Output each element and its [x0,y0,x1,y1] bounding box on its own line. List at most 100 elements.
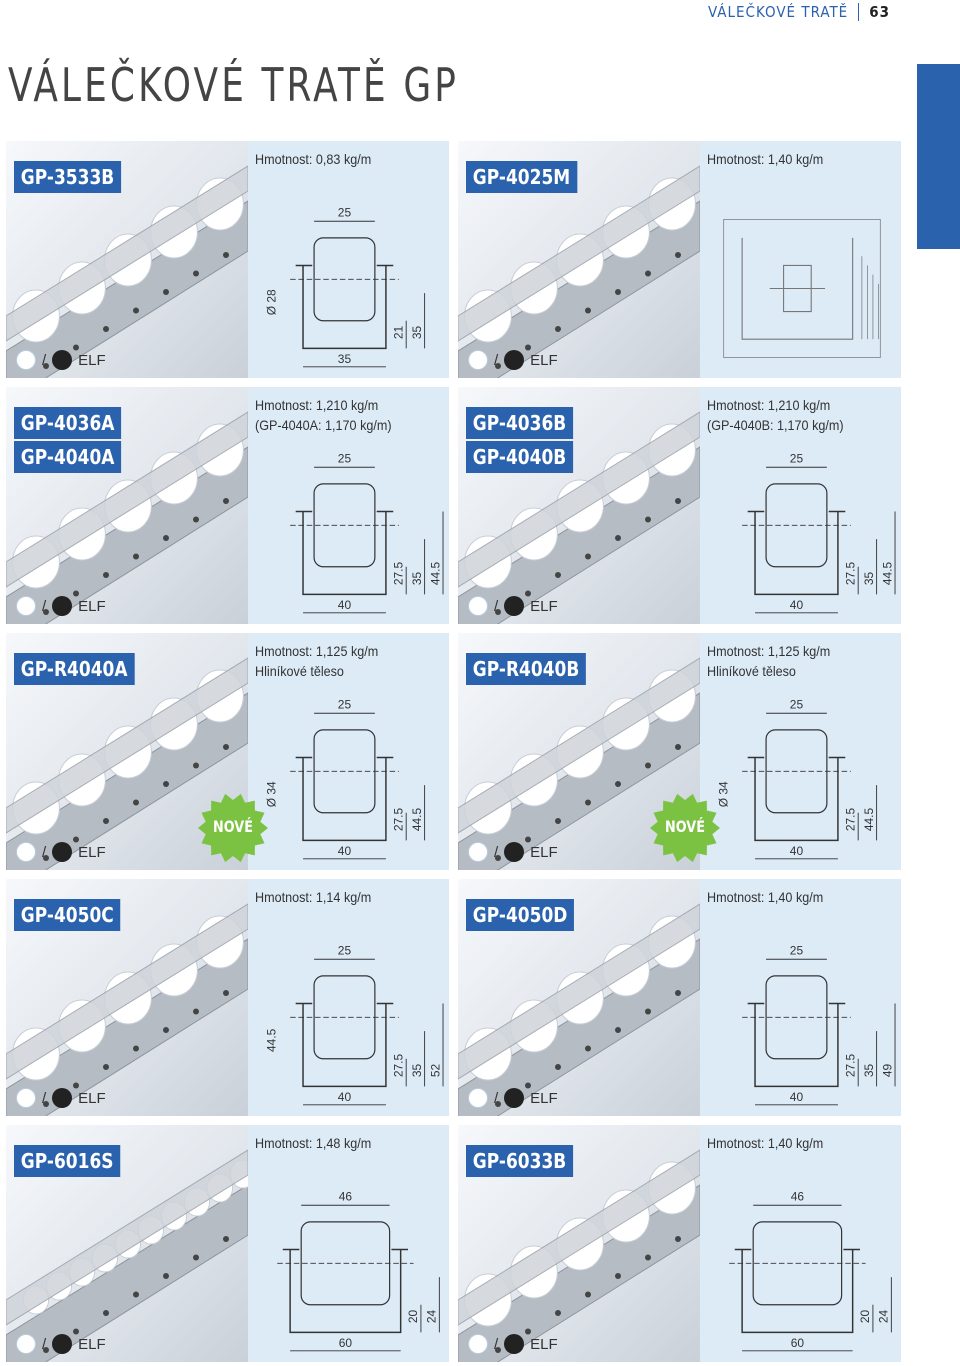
page-title: VÁLEČKOVÉ TRATĚ GP [8,58,460,112]
variant-separator: / [42,1335,47,1353]
variant-separator: / [42,351,47,369]
variant-label: ELF [530,1335,558,1353]
section-title: VÁLEČKOVÉ TRATĚ [707,3,849,21]
dimension-right: 44.5 [410,808,424,832]
spec-line: Hmotnost: 1,210 kg/m [255,397,379,413]
page-number: 63 [869,3,890,21]
color-variants: / ELF [16,842,106,862]
spec-line: Hmotnost: 1,48 kg/m [255,1135,372,1151]
product-code: GP-6033B [466,1145,574,1177]
cross-section-drawing [707,201,897,381]
variant-separator: / [494,597,499,615]
variant-separator: / [42,597,47,615]
spec-line: Hmotnost: 0,83 kg/m [255,151,372,167]
product-specs: Hmotnost: 1,210 kg/m(GP-4040B: 1,170 kg/… [707,395,878,435]
variant-label: ELF [530,843,558,861]
dimension-bottom: 40 [790,598,804,612]
spec-line: Hliníkové těleso [707,663,796,679]
dimension-right: 35 [862,1064,876,1078]
white-dot-icon [468,596,488,616]
color-variants: / ELF [16,596,106,616]
variant-separator: / [494,351,499,369]
color-variants: /ELF [468,596,558,616]
spec-line: Hmotnost: 1,40 kg/m [707,889,824,905]
white-dot-icon [468,350,488,370]
variant-separator: / [42,1089,47,1107]
variant-label: ELF [530,1089,558,1107]
dimension-top: 25 [790,698,804,712]
white-dot-icon [16,842,36,862]
dimension-right: 35 [410,572,424,586]
variant-label: ELF [78,351,106,369]
product-code: GP-4050D [466,899,575,931]
white-dot-icon [16,1088,36,1108]
dimension-right: 20 [406,1310,420,1324]
color-variants: / ELF [468,1088,558,1108]
color-variants: / ELF [16,350,106,370]
product-photo [458,1125,700,1362]
product-specs: Hmotnost: 1,210 kg/m(GP-4040A: 1,170 kg/… [255,395,426,435]
variant-separator: / [42,843,47,861]
dimension-right: 27.5 [392,808,406,832]
dimension-right: 35 [410,326,424,340]
color-variants: /ELF [468,842,558,862]
dimension-right: 27.5 [844,808,858,832]
dimension-top: 25 [790,452,804,466]
dimension-right: 27.5 [392,1054,406,1078]
dimension-right: 24 [877,1310,891,1324]
dimension-top: 46 [791,1190,805,1204]
white-dot-icon [16,1334,36,1354]
product-code: GP-R4040A [14,653,135,685]
dimension-right: 35 [895,1310,897,1324]
dimension-right: 27.5 [443,1300,445,1324]
dimension-bottom: 60 [791,1336,805,1350]
spec-line: Hmotnost: 1,14 kg/m [255,889,372,905]
spec-line: Hliníkové těleso [255,663,344,679]
variant-label: ELF [78,1335,106,1353]
dimension-bottom: 40 [338,844,352,858]
cross-section-drawing: 46 60 20 24 35 [707,1185,911,1365]
dimension-right: 44.5 [862,808,876,832]
dimension-left: 44.5 [264,1028,278,1052]
product-code: GP-4050C [14,899,121,931]
white-dot-icon [468,1088,488,1108]
dimension-right: 44.5 [428,562,442,586]
product-photo [6,387,248,624]
black-dot-icon [504,1088,525,1108]
variant-separator: / [494,1335,499,1353]
black-dot-icon [52,1088,73,1108]
dimension-bottom: 40 [790,1090,804,1104]
dimension-right: 27.5 [392,562,406,586]
new-badge: NOVÉ [198,793,268,863]
variant-label: ELF [78,843,106,861]
product-code: GP-4040B [466,441,574,473]
product-specs: Hmotnost: 0,83 kg/m [255,149,426,169]
dimension-top: 25 [338,206,352,220]
product-code: GP-4036B [466,407,574,439]
dimension-right: 20 [858,1310,872,1324]
dimension-right: 24 [425,1310,439,1324]
product-code: GP-3533B [14,161,122,193]
dimension-right: 49 [880,1064,894,1078]
dimension-top: 25 [338,944,352,958]
header-divider [858,3,860,21]
product-code: GP-R4040B [466,653,587,685]
product-specs: Hmotnost: 1,48 kg/m [255,1133,426,1153]
spec-line: Hmotnost: 1,125 kg/m [255,643,379,659]
dimension-left: Ø 28 [264,289,278,315]
variant-separator: / [494,1089,499,1107]
dimension-bottom: 40 [790,844,804,858]
dimension-bottom: 60 [339,1336,353,1350]
variant-label: ELF [78,597,106,615]
